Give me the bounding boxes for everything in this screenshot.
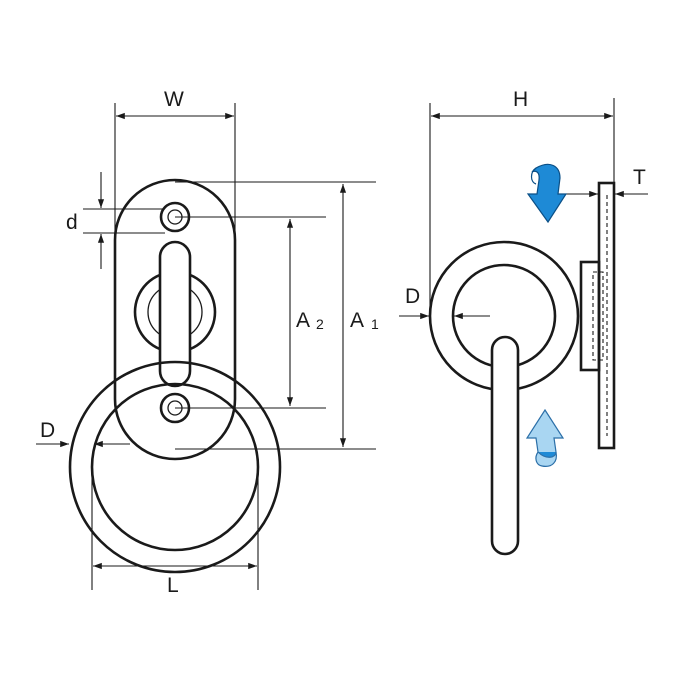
rotate-up-icon — [525, 408, 565, 467]
dim-label-l: L — [167, 574, 179, 597]
dim-label-d-hole: d — [66, 211, 78, 234]
ring-outer — [68, 360, 282, 574]
dim-label-h: H — [513, 88, 528, 111]
dim-label-a1-sub: 1 — [371, 316, 379, 332]
dim-label-w: W — [164, 88, 184, 111]
link — [158, 240, 192, 388]
ring-inner — [90, 382, 260, 552]
side-boss — [579, 260, 601, 372]
dim-label-a2: A — [296, 309, 310, 332]
base-plate — [113, 178, 237, 461]
front-view: W d A 2 A 1 D L — [36, 88, 379, 597]
dim-label-t: T — [633, 166, 646, 189]
dim-label-d-ring-front: D — [40, 419, 55, 442]
side-view: H T D — [399, 88, 648, 556]
side-link — [490, 335, 520, 556]
dim-label-a2-sub: 2 — [316, 316, 324, 332]
dim-label-d-ring-side: D — [405, 285, 420, 308]
rotate-down-icon — [526, 163, 568, 224]
dim-label-a1: A — [350, 309, 364, 332]
